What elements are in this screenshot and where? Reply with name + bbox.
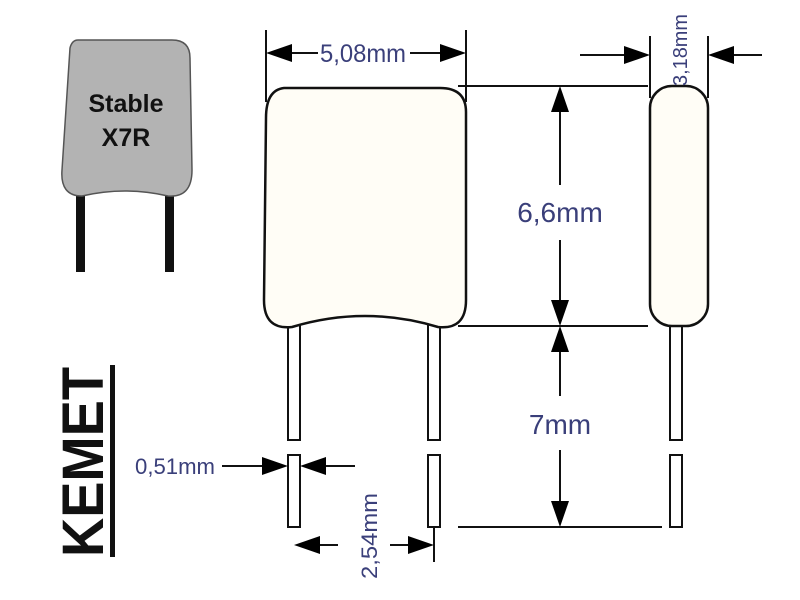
front-lead-right-upper (427, 321, 441, 441)
side-body (648, 84, 710, 328)
front-lead-right-lower (427, 454, 441, 528)
capacitor-label-line2: X7R (102, 124, 151, 152)
arrowhead-left (624, 46, 650, 64)
capacitor-photo-lead-right (165, 188, 174, 272)
dimension-body-thickness: 3,18mm (580, 14, 762, 98)
side-lead-upper (669, 321, 683, 441)
capacitor-photo-lead-left (76, 188, 85, 272)
side-view (648, 84, 710, 528)
lead-spacing-label: 2,54mm (357, 493, 382, 579)
side-lead-lower (669, 454, 683, 528)
lead-length-label: 7mm (529, 409, 591, 440)
capacitor-label-line1: Stable (88, 90, 163, 118)
dimension-lead-length: 7mm (458, 326, 662, 528)
arrowhead-down (551, 501, 569, 527)
arrowhead-left (266, 44, 292, 62)
arrowhead-up (551, 86, 569, 112)
dimension-lead-spacing: 2,54mm (294, 493, 435, 579)
kemet-logo-underline (110, 365, 115, 557)
front-lead-left-lower (287, 454, 301, 528)
capacitor-photo: Stable X7R (61, 39, 193, 272)
body-width-label: 5,08mm (320, 40, 406, 68)
kemet-logo-text: KEMET (51, 367, 116, 557)
arrowhead-right (708, 46, 734, 64)
body-height-label: 6,6mm (517, 197, 603, 228)
front-view (262, 86, 468, 528)
arrowhead-right (440, 44, 466, 62)
kemet-logo: KEMET (51, 365, 116, 557)
dimension-body-width: 5,08mm (265, 30, 467, 102)
arrowhead-right (408, 536, 434, 554)
capacitor-photo-body (61, 39, 193, 197)
arrowhead-left (300, 457, 326, 475)
arrowhead-left (294, 536, 320, 554)
arrowhead-up (551, 326, 569, 352)
arrowhead-right (262, 457, 288, 475)
dimension-lead-diameter: 0,51mm (135, 454, 355, 479)
arrowhead-down (551, 300, 569, 326)
front-body (262, 86, 468, 329)
lead-diameter-label: 0,51mm (135, 454, 215, 479)
front-lead-left-upper (287, 321, 301, 441)
body-thickness-label: 3,18mm (670, 14, 692, 86)
dimension-body-height: 6,6mm (458, 85, 648, 327)
